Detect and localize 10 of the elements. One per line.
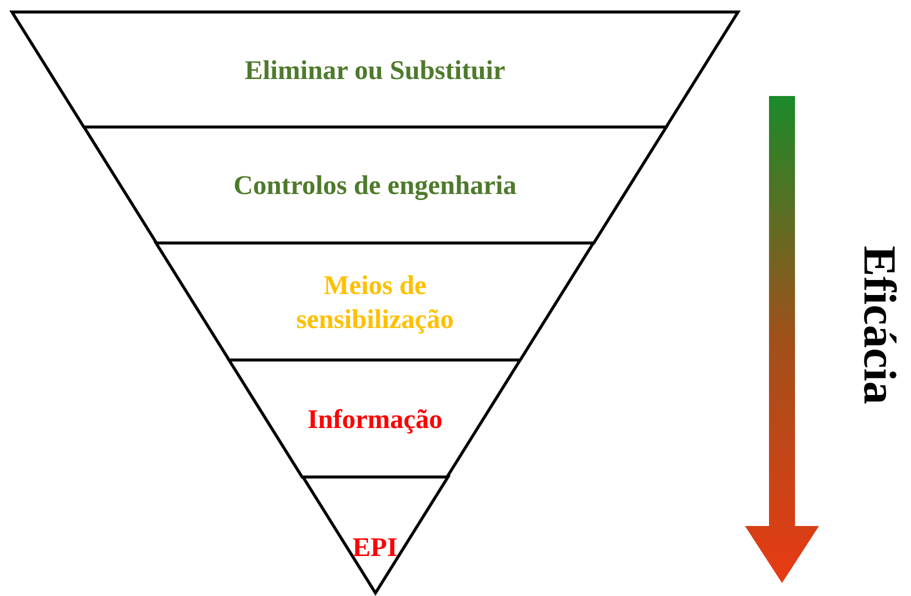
pyramid-tier — [12, 12, 738, 127]
pyramid-tier — [156, 243, 594, 360]
pyramid-tier — [229, 360, 521, 477]
axis-label: Eficácia — [854, 246, 906, 404]
tier-label: Meios de sensibilização — [295, 268, 455, 336]
tier-label: Informação — [306, 402, 444, 436]
tier-label: Eliminar ou Substituir — [244, 54, 506, 86]
tier-label: Controlos de engenharia — [232, 169, 518, 202]
pyramid-tier — [84, 127, 666, 243]
tier-label: EPI — [351, 531, 398, 564]
